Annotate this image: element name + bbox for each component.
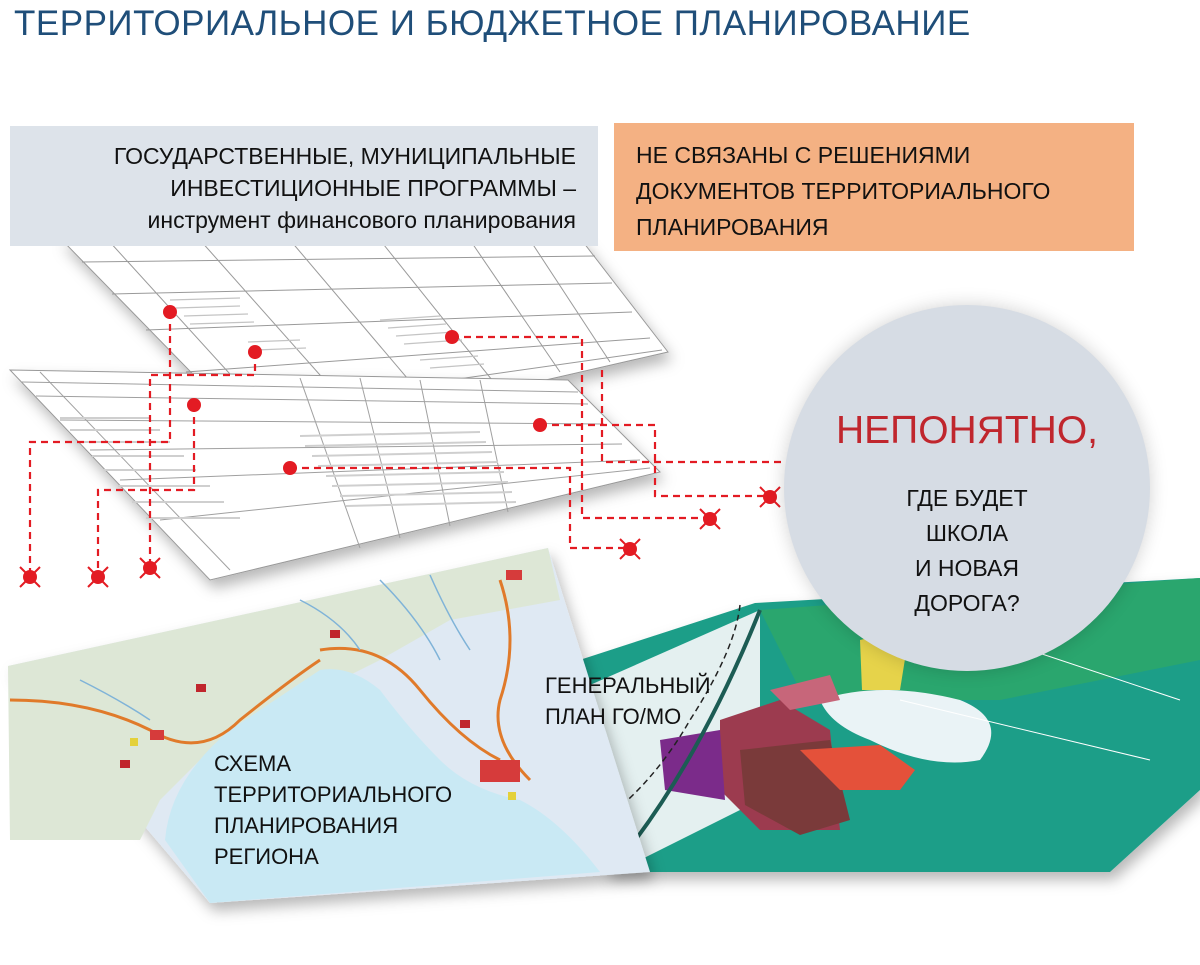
regional-scheme-map (8, 548, 650, 903)
investment-programs-line-2: ИНВЕСТИЦИОННЫЕ ПРОГРАММЫ – (170, 175, 576, 201)
not-linked-line-2: ДОКУМЕНТОВ ТЕРРИТОРИАЛЬНОГО (636, 178, 1051, 204)
unclear-line-4: ДОРОГА? (914, 590, 1020, 616)
not-linked-line-3: ПЛАНИРОВАНИЯ (636, 214, 829, 240)
general-plan-label-line-2: ПЛАН ГО/МО (545, 704, 682, 729)
investment-programs-line-3: инструмент финансового планирования (147, 207, 576, 233)
document-sheet-front (8, 369, 661, 581)
regional-scheme-label: СХЕМА ТЕРРИТОРИАЛЬНОГО ПЛАНИРОВАНИЯ РЕГИ… (214, 748, 452, 872)
connector-source-dots (163, 305, 547, 475)
general-plan-label-line-1: ГЕНЕРАЛЬНЫЙ (545, 673, 711, 698)
connector-lines (28, 312, 790, 575)
regional-scheme-label-line-1: СХЕМА (214, 751, 291, 776)
investment-programs-box: ГОСУДАРСТВЕННЫЕ, МУНИЦИПАЛЬНЫЕ ИНВЕСТИЦИ… (10, 126, 598, 246)
page-title: ТЕРРИТОРИАЛЬНОЕ И БЮДЖЕТНОЕ ПЛАНИРОВАНИЕ (14, 4, 971, 43)
unclear-callout-circle: НЕПОНЯТНО, ГДЕ БУДЕТ ШКОЛА И НОВАЯ ДОРОГ… (784, 305, 1150, 671)
unclear-headline: НЕПОНЯТНО, (835, 409, 1099, 452)
regional-scheme-label-line-3: ПЛАНИРОВАНИЯ (214, 813, 399, 838)
regional-scheme-label-line-4: РЕГИОНА (214, 844, 319, 869)
unclear-line-3: И НОВАЯ (915, 555, 1019, 581)
connector-target-markers (19, 486, 781, 588)
investment-programs-line-1: ГОСУДАРСТВЕННЫЕ, МУНИЦИПАЛЬНЫЕ (113, 143, 576, 169)
not-linked-box: НЕ СВЯЗАНЫ С РЕШЕНИЯМИ ДОКУМЕНТОВ ТЕРРИТ… (614, 123, 1134, 251)
unclear-line-1: ГДЕ БУДЕТ (906, 485, 1028, 511)
general-plan-label: ГЕНЕРАЛЬНЫЙ ПЛАН ГО/МО (545, 670, 711, 732)
not-linked-line-1: НЕ СВЯЗАНЫ С РЕШЕНИЯМИ (636, 142, 971, 168)
regional-scheme-label-line-2: ТЕРРИТОРИАЛЬНОГО (214, 782, 453, 807)
unclear-line-2: ШКОЛА (925, 520, 1009, 546)
